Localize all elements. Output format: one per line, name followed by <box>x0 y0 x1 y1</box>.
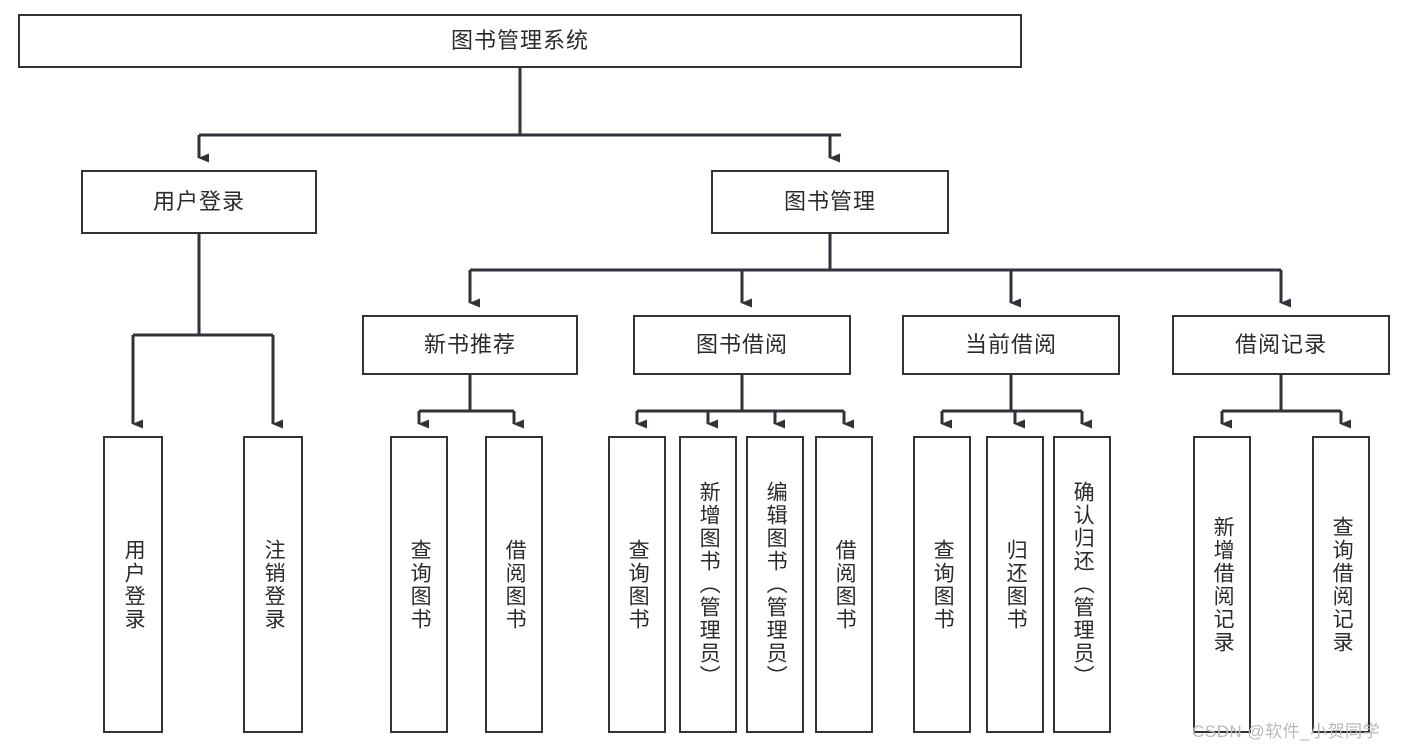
node-leaf-user-login[interactable]: 用户登录 <box>103 436 163 733</box>
node-root-system[interactable]: 图书管理系统 <box>18 14 1022 68</box>
node-leaf-borrow-borrow-book-label: 借阅图书 <box>833 538 857 631</box>
node-book-borrow-label: 图书借阅 <box>695 331 788 357</box>
node-root-label: 图书管理系统 <box>450 27 589 53</box>
node-leaf-borrow-borrow-book[interactable]: 借阅图书 <box>815 436 873 733</box>
node-leaf-record-add-record-label: 新增借阅记录 <box>1211 515 1235 654</box>
node-leaf-user-login-label: 用户登录 <box>122 538 146 631</box>
node-leaf-rec-query-book-label: 查询图书 <box>408 538 432 631</box>
node-book-manage-label: 图书管理 <box>783 188 876 214</box>
csdn-watermark: CSDN @软件_小贺同学 <box>1192 722 1381 741</box>
node-current-borrow-label: 当前借阅 <box>964 331 1057 357</box>
node-leaf-rec-borrow-book-label: 借阅图书 <box>503 538 527 631</box>
node-leaf-record-query-record[interactable]: 查询借阅记录 <box>1312 436 1370 733</box>
node-leaf-borrow-edit-book[interactable]: 编辑图书（管理员） <box>746 436 804 733</box>
node-book-borrow[interactable]: 图书借阅 <box>633 315 851 375</box>
node-user-login[interactable]: 用户登录 <box>81 170 317 234</box>
node-new-book-recommend[interactable]: 新书推荐 <box>362 315 578 375</box>
node-leaf-current-return-book[interactable]: 归还图书 <box>986 436 1044 733</box>
node-new-book-recommend-label: 新书推荐 <box>423 331 516 357</box>
node-leaf-user-logout-label: 注销登录 <box>262 538 286 631</box>
node-leaf-rec-query-book[interactable]: 查询图书 <box>390 436 448 733</box>
node-book-manage[interactable]: 图书管理 <box>711 170 949 234</box>
node-borrow-record[interactable]: 借阅记录 <box>1172 315 1390 375</box>
node-leaf-current-return-book-label: 归还图书 <box>1004 538 1028 631</box>
node-leaf-borrow-add-book[interactable]: 新增图书（管理员） <box>679 436 737 733</box>
node-leaf-record-query-record-label: 查询借阅记录 <box>1330 515 1354 654</box>
node-borrow-record-label: 借阅记录 <box>1234 331 1327 357</box>
node-leaf-borrow-add-book-label: 新增图书（管理员） <box>697 481 721 688</box>
node-leaf-current-confirm-return-label: 确认归还（管理员） <box>1071 481 1095 688</box>
node-leaf-borrow-query-book-label: 查询图书 <box>626 538 650 631</box>
node-user-login-label: 用户登录 <box>152 188 245 214</box>
node-current-borrow[interactable]: 当前借阅 <box>902 315 1120 375</box>
node-leaf-record-add-record[interactable]: 新增借阅记录 <box>1193 436 1251 733</box>
node-leaf-current-query-book[interactable]: 查询图书 <box>913 436 971 733</box>
node-leaf-current-query-book-label: 查询图书 <box>931 538 955 631</box>
node-leaf-user-logout[interactable]: 注销登录 <box>243 436 303 733</box>
node-leaf-borrow-edit-book-label: 编辑图书（管理员） <box>764 481 788 688</box>
node-leaf-borrow-query-book[interactable]: 查询图书 <box>608 436 666 733</box>
node-leaf-current-confirm-return[interactable]: 确认归还（管理员） <box>1053 436 1111 733</box>
node-leaf-rec-borrow-book[interactable]: 借阅图书 <box>485 436 543 733</box>
